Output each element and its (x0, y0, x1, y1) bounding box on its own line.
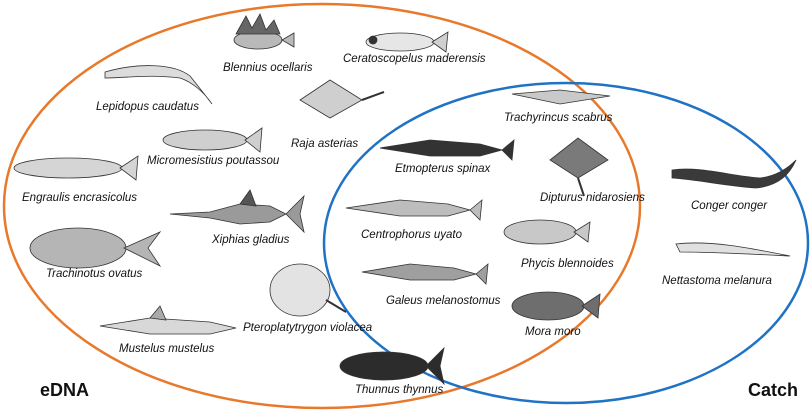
pteroplatytrygon-violacea-illustration (269, 263, 347, 317)
species-label: Dipturus nidarosiens (540, 192, 645, 204)
species-label: Centrophorus uyato (361, 229, 463, 241)
centrophorus-uyato-illustration (345, 199, 483, 221)
etmopterus-spinax-illustration (379, 139, 515, 161)
galeus-melanostomus-illustration (361, 263, 489, 285)
edna-set-ellipse (2, 2, 642, 410)
conger-conger-illustration (671, 159, 797, 189)
species-label: Mora moro (525, 326, 581, 338)
species-label: Trachinotus ovatus (46, 268, 143, 280)
species-label: Raja asterias (291, 138, 359, 150)
species-label: Pteroplatytrygon violacea (243, 322, 373, 334)
mustelus-mustelus-illustration (99, 305, 237, 335)
xiphias-gladius-illustration (169, 189, 305, 234)
lepidopus-caudatus-illustration (104, 65, 213, 105)
trachinotus-ovatus-illustration (29, 227, 162, 269)
catch-set-ellipse (322, 81, 810, 405)
micromesistius-poutassou-illustration (162, 127, 263, 153)
engraulis-encrasicolus-illustration (13, 155, 139, 181)
species-label: Trachyrincus scabrus (504, 112, 613, 124)
raja-asterias-illustration (299, 79, 385, 119)
catch-set-label: Catch (748, 380, 799, 400)
phycis-blennoides-illustration (503, 219, 591, 245)
species-label: Mustelus mustelus (119, 343, 215, 355)
species-label: Galeus melanostomus (386, 295, 501, 307)
species-label: Engraulis encrasicolus (22, 192, 138, 204)
species-label: Ceratoscopelus maderensis (343, 53, 486, 65)
species-label: Micromesistius poutassou (147, 155, 280, 167)
edna-set-label: eDNA (40, 380, 90, 400)
species-label: Phycis blennoides (521, 258, 614, 270)
species-label: Lepidopus caudatus (96, 101, 199, 113)
nettastoma-melanura-illustration (675, 242, 791, 257)
dipturus-nidarosiens-illustration (549, 137, 609, 197)
species-label: Xiphias gladius (212, 234, 290, 246)
trachyrincus-scabrus-illustration (511, 89, 611, 105)
blennius-ocellaris-illustration (233, 13, 295, 50)
thunnus-thynnus-illustration (339, 346, 445, 386)
mora-moro-illustration (511, 291, 601, 321)
species-label: Conger conger (691, 200, 768, 212)
species-label: Nettastoma melanura (662, 275, 772, 287)
species-label: Etmopterus spinax (395, 163, 491, 175)
ceratoscopelus-maderensis-illustration (365, 31, 449, 53)
species-label: Thunnus thynnus (355, 384, 444, 396)
species-label: Blennius ocellaris (223, 62, 313, 74)
